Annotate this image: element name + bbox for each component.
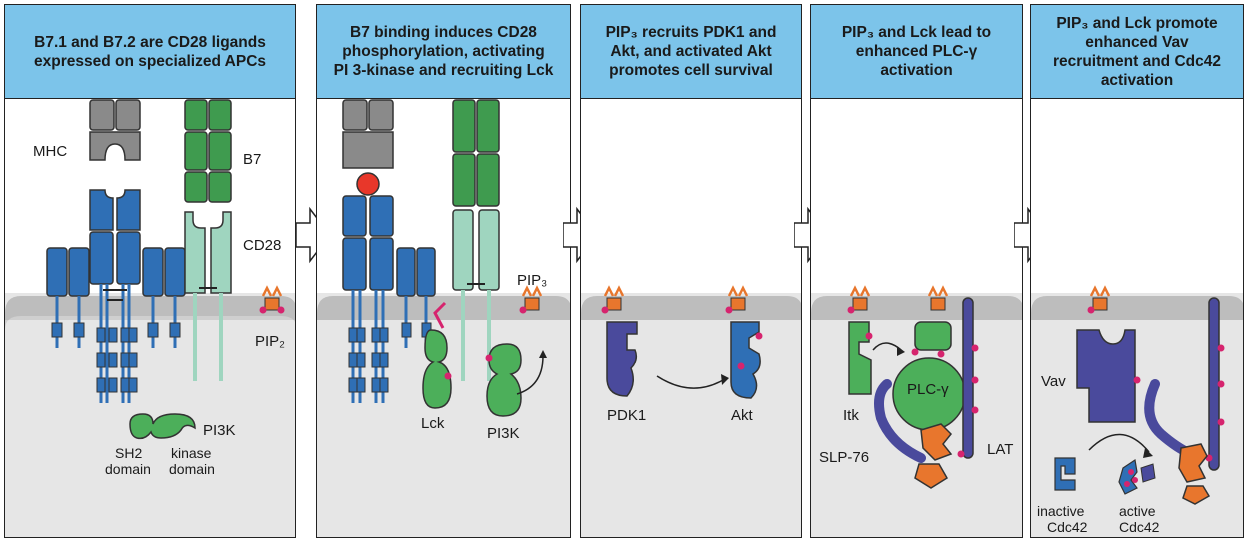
label-kinase-domain: domain: [169, 461, 215, 477]
panel-5-header: PIP₃ and Lck promote enhanced Vav recrui…: [1031, 5, 1243, 99]
plcg-molecule: [892, 321, 966, 431]
label-cd28: CD28: [243, 237, 281, 254]
panel-1-drawing: MHC B7: [5, 99, 295, 537]
panel-1-header: B7.1 and B7.2 are CD28 ligands expressed…: [5, 5, 295, 99]
pip3-pdk1: [601, 285, 625, 314]
membrane-outer: [317, 296, 570, 320]
label-pi3k: PI3K: [487, 425, 520, 442]
panel-5: PIP₃ and Lck promote enhanced Vav recrui…: [1030, 4, 1244, 538]
pip3-lipid: [519, 285, 543, 314]
panel-1-title: B7.1 and B7.2 are CD28 ligands expressed…: [33, 33, 267, 70]
cd28-molecule: [452, 209, 500, 381]
b7-molecule: [452, 99, 500, 207]
label-sh2-domain: domain: [105, 461, 151, 477]
label-sh2: SH2: [115, 445, 142, 461]
panel-2-drawing: Lck PIP₃ PI3K: [317, 99, 570, 537]
peptide: [356, 172, 380, 196]
panel-3: PIP₃ recruits PDK1 and Akt, and activate…: [580, 4, 802, 538]
membrane-outer: [581, 296, 801, 320]
pi3k-molecule: [485, 343, 547, 417]
label-inactive-cdc42: Cdc42: [1047, 519, 1088, 535]
disulfide-bonds: [103, 289, 127, 301]
cd28-molecule: [184, 211, 232, 381]
panel-2-header: B7 binding induces CD28 phosphorylation,…: [317, 5, 570, 99]
label-kinase: kinase: [171, 445, 212, 461]
itam-blocks: [348, 322, 432, 393]
lck-molecule: [422, 301, 452, 409]
pip3-akt: [725, 285, 749, 314]
pip3-itk: [847, 285, 871, 314]
label-pip2: PIP₂: [255, 333, 285, 350]
label-akt: Akt: [731, 407, 754, 424]
label-b7: B7: [243, 151, 261, 168]
panel-2: B7 binding induces CD28 phosphorylation,…: [316, 4, 571, 538]
label-mhc: MHC: [33, 143, 67, 160]
pdk1-molecule: [606, 321, 638, 397]
label-pip3: PIP₃: [517, 272, 547, 289]
lat-molecule: [957, 297, 979, 459]
slp76-molecule: [874, 379, 926, 463]
inactive-cdc42-icon: [1054, 457, 1076, 491]
label-vav: Vav: [1041, 373, 1066, 390]
activation-arrow: [1088, 433, 1150, 453]
label-lck: Lck: [421, 415, 445, 432]
tcr-complex: [46, 189, 186, 297]
lat-molecule: [1205, 297, 1225, 471]
label-inactive: inactive: [1037, 503, 1085, 519]
pip3-vav: [1087, 285, 1111, 314]
activation-arrow: [656, 375, 724, 389]
label-itk: Itk: [843, 407, 859, 424]
mhc-molecule: [342, 99, 394, 169]
panel-4: PIP₃ and Lck lead to enhanced PLC-γ acti…: [810, 4, 1023, 538]
vav-molecule: [1076, 329, 1141, 423]
panel-1: B7.1 and B7.2 are CD28 ligands expressed…: [4, 4, 296, 538]
pip3-plcg: [927, 285, 949, 311]
panel-5-title: PIP₃ and Lck promote enhanced Vav recrui…: [1053, 14, 1221, 89]
arrowhead: [721, 374, 729, 385]
active-cdc42-icon: [1118, 458, 1156, 495]
panel-3-header: PIP₃ recruits PDK1 and Akt, and activate…: [581, 5, 801, 99]
label-lat: LAT: [987, 441, 1013, 458]
b7-molecule: [184, 99, 232, 203]
label-plcg: PLC-γ: [907, 381, 949, 398]
label-active-cdc42: Cdc42: [1119, 519, 1160, 535]
membrane-outer: [811, 296, 1022, 320]
panel-3-drawing: PDK1 Akt: [581, 285, 801, 537]
akt-molecule: [730, 321, 763, 399]
panel-3-title: PIP₃ recruits PDK1 and Akt, and activate…: [605, 24, 777, 79]
panel-5-drawing: Vav inactive Cdc42 activ: [1031, 285, 1243, 537]
pi3k-molecule: [129, 413, 196, 440]
itk-molecule: [848, 321, 873, 395]
label-active: active: [1119, 503, 1156, 519]
panel-4-drawing: Itk PLC-γ SLP-76 LAT: [811, 285, 1022, 537]
tcr-complex: [342, 195, 436, 297]
label-pi3k: PI3K: [203, 422, 236, 439]
itam-blocks: [51, 322, 181, 393]
label-slp76: SLP-76: [819, 449, 869, 466]
panel-4-header: PIP₃ and Lck lead to enhanced PLC-γ acti…: [811, 5, 1022, 99]
pip2-lipid: [259, 285, 285, 314]
label-pdk1: PDK1: [607, 407, 646, 424]
panel-2-title: B7 binding induces CD28 phosphorylation,…: [333, 24, 554, 79]
panel-4-title: PIP₃ and Lck lead to enhanced PLC-γ acti…: [841, 24, 992, 79]
grb2-adapter: [914, 423, 953, 489]
grb2-adapter: [1178, 443, 1211, 505]
mhc-molecule: [89, 99, 141, 161]
membrane-outer: [1031, 296, 1243, 320]
